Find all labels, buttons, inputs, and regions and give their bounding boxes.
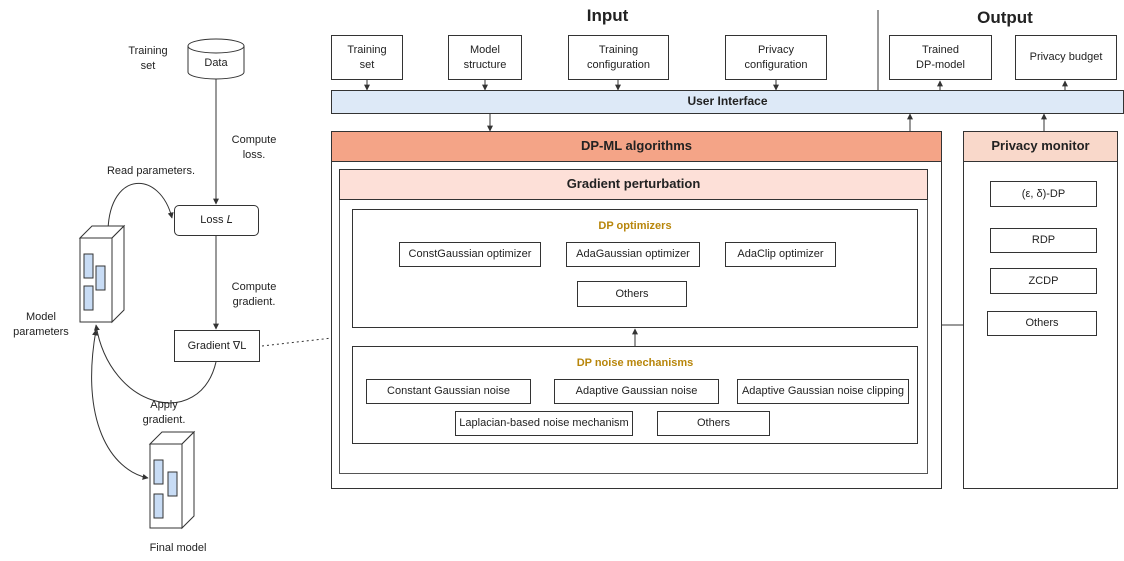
input-heading: Input [586, 6, 629, 25]
privacy-monitor-header: Privacy monitor [963, 131, 1118, 162]
compute-loss-label: Compute loss. [231, 134, 277, 161]
final-model-cube [148, 430, 196, 530]
dp-ml-header: DP-ML algorithms [331, 131, 942, 162]
noise-others: Others [657, 411, 770, 436]
training-set-label: Training set [128, 45, 168, 72]
model-parameters-cube [78, 224, 126, 324]
dp-optimizers-title: DP optimizers [598, 220, 672, 232]
privacy-eps-delta: (ε, δ)-DP [990, 181, 1097, 207]
optimizer-adaclip: AdaClip optimizer [725, 242, 836, 267]
privacy-rdp: RDP [990, 228, 1097, 253]
noise-adaptive-gaussian: Adaptive Gaussian noise [554, 379, 719, 404]
loss-box: Loss 𝐿 [174, 205, 259, 236]
noise-constant-gaussian: Constant Gaussian noise [366, 379, 531, 404]
output-heading: Output [977, 8, 1033, 27]
gradient-box: Gradient ∇L [174, 330, 260, 362]
final-model-icon [148, 430, 196, 530]
compute-gradient-label: Compute gradient. [231, 281, 277, 308]
arrow-model-to-final [91, 329, 149, 480]
read-parameters-label: Read parameters. [106, 165, 196, 177]
input-model-structure: Model structure [448, 35, 522, 80]
noise-laplacian: Laplacian-based noise mechanism [455, 411, 633, 436]
noise-adaptive-clipping: Adaptive Gaussian noise clipping [737, 379, 909, 404]
data-cylinder: Data [187, 38, 245, 80]
model-cube-icon [78, 224, 126, 324]
user-interface-bar: User Interface [331, 90, 1124, 114]
data-label: Data [204, 57, 228, 69]
dp-optimizers-group [352, 209, 918, 328]
input-training-set: Training set [331, 35, 403, 80]
output-privacy-budget: Privacy budget [1015, 35, 1117, 80]
final-model-label: Final model [149, 542, 207, 554]
apply-gradient-label: Apply gradient. [142, 399, 186, 426]
arrow-read-parameters [107, 182, 174, 231]
gradient-perturbation-header: Gradient perturbation [339, 169, 928, 200]
database-icon [187, 38, 245, 80]
dp-noise-title: DP noise mechanisms [576, 357, 694, 369]
dotted-gradient-link [261, 337, 333, 347]
optimizer-constgaussian: ConstGaussian optimizer [399, 242, 541, 267]
privacy-zcdp: ZCDP [990, 268, 1097, 294]
privacy-others: Others [987, 311, 1097, 336]
optimizer-adagaussian: AdaGaussian optimizer [566, 242, 700, 267]
model-parameters-label: Model parameters [13, 311, 69, 338]
optimizer-others: Others [577, 281, 687, 307]
input-privacy-configuration: Privacy configuration [725, 35, 827, 80]
dp-noise-group [352, 346, 918, 444]
input-training-configuration: Training configuration [568, 35, 669, 80]
output-trained-dp-model: Trained DP-model [889, 35, 992, 80]
